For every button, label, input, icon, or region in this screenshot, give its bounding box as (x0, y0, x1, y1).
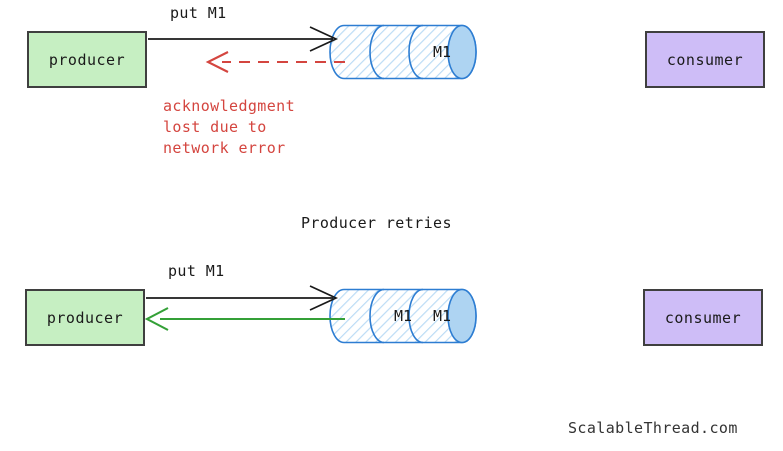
queue-divider-1 (369, 288, 385, 344)
queue-divider-2 (408, 24, 424, 80)
queue-segment-label-3: M1 (433, 43, 451, 61)
producer-node-label: producer (46, 308, 124, 327)
ack-lost-annotation-line-2: lost due to (163, 118, 267, 136)
queue-head-cap (447, 288, 477, 344)
queue-divider-2 (408, 288, 424, 344)
consumer-node-label: consumer (666, 50, 744, 69)
producer-node-scene-1[interactable]: producer (27, 31, 147, 88)
queue-divider-1 (369, 24, 385, 80)
consumer-node-scene-2[interactable]: consumer (643, 289, 763, 346)
ack-lost-annotation-line-3: network error (163, 139, 286, 157)
send-label-scene-2: put M1 (168, 262, 225, 280)
scene-transition-title: Producer retries (301, 214, 452, 232)
consumer-node-label: consumer (664, 308, 742, 327)
send-arrow-scene-1 (148, 26, 339, 52)
send-arrow-scene-2 (146, 285, 339, 311)
queue-segment-label-3: M1 (433, 307, 451, 325)
producer-node-scene-2[interactable]: producer (25, 289, 145, 346)
queue-segment-label-2: M1 (394, 307, 412, 325)
consumer-node-scene-1[interactable]: consumer (645, 31, 765, 88)
footer-watermark: ScalableThread.com (568, 419, 738, 437)
ack-received-arrow-scene-2 (144, 307, 345, 331)
ack-lost-arrow-scene-1 (205, 51, 345, 73)
ack-lost-annotation-line-1: acknowledgment (163, 97, 296, 115)
send-label-scene-1: put M1 (170, 4, 227, 22)
message-queue-scene-2[interactable]: M1 M1 (329, 288, 486, 344)
queue-head-cap (447, 24, 477, 80)
producer-node-label: producer (48, 50, 126, 69)
message-queue-scene-1[interactable]: M1 (329, 24, 486, 80)
